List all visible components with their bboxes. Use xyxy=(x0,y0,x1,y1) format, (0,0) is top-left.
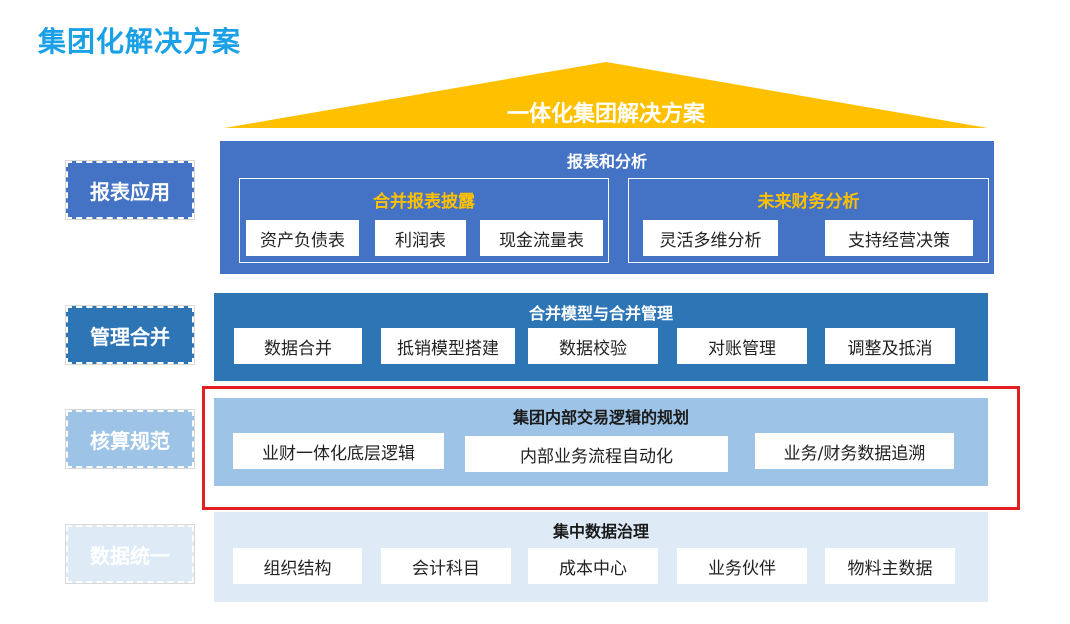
item-elimination-model: 抵销模型搭建 xyxy=(381,328,515,364)
item-cash-flow-statement: 现金流量表 xyxy=(480,220,603,256)
item-material-master-data: 物料主数据 xyxy=(825,548,955,584)
item-data-validation: 数据校验 xyxy=(528,328,658,364)
item-chart-of-accounts: 会计科目 xyxy=(381,548,511,584)
group-future-financial-analysis: 未来财务分析 灵活多维分析 支持经营决策 xyxy=(628,178,989,263)
item-reconciliation-management: 对账管理 xyxy=(677,328,807,364)
item-income-statement: 利润表 xyxy=(375,220,466,256)
group-consolidated-disclosure: 合并报表披露 资产负债表 利润表 现金流量表 xyxy=(239,178,609,263)
item-flexible-multidim-analysis: 灵活多维分析 xyxy=(643,220,778,256)
item-internal-process-automation: 内部业务流程自动化 xyxy=(465,436,728,472)
item-org-structure: 组织结构 xyxy=(233,548,362,584)
item-adjustment-elimination: 调整及抵消 xyxy=(825,328,955,364)
tier-accounting-title: 集团内部交易逻辑的规划 xyxy=(512,408,689,427)
item-cost-center: 成本中心 xyxy=(528,548,658,584)
tier-reporting-title: 报表和分析 xyxy=(566,152,647,171)
item-business-finance-integration: 业财一体化底层逻辑 xyxy=(233,433,444,469)
roof-triangle xyxy=(224,62,988,128)
item-data-consolidation: 数据合并 xyxy=(234,328,362,364)
tier-data-governance: 集中数据治理 组织结构 会计科目 成本中心 业务伙伴 物料主数据 xyxy=(214,512,988,602)
tier-reporting: 报表和分析 合并报表披露 资产负债表 利润表 现金流量表 未来财务分析 灵活多维… xyxy=(220,141,994,274)
tier-consolidation: 合并模型与合并管理 数据合并 抵销模型搭建 数据校验 对账管理 调整及抵消 xyxy=(214,293,988,381)
left-label-reporting: 报表应用 xyxy=(65,160,195,220)
tier-consolidation-title: 合并模型与合并管理 xyxy=(528,304,673,323)
item-business-partner: 业务伙伴 xyxy=(677,548,807,584)
tier-data-governance-title: 集中数据治理 xyxy=(552,522,649,541)
item-data-traceability: 业务/财务数据追溯 xyxy=(755,433,954,469)
item-balance-sheet: 资产负债表 xyxy=(246,220,359,256)
item-support-business-decisions: 支持经营决策 xyxy=(825,220,973,256)
highlight-frame xyxy=(202,386,1020,510)
group-consolidated-disclosure-title: 合并报表披露 xyxy=(373,192,475,212)
tier-accounting: 集团内部交易逻辑的规划 业财一体化底层逻辑 内部业务流程自动化 业务/财务数据追… xyxy=(214,398,988,486)
left-label-consolidation: 管理合并 xyxy=(65,305,195,365)
roof-title: 一体化集团解决方案 xyxy=(506,102,705,127)
left-label-data: 数据统一 xyxy=(65,524,195,584)
page-title: 集团化解决方案 xyxy=(38,25,242,58)
left-label-accounting: 核算规范 xyxy=(65,409,195,469)
group-future-financial-analysis-title: 未来财务分析 xyxy=(757,192,860,212)
